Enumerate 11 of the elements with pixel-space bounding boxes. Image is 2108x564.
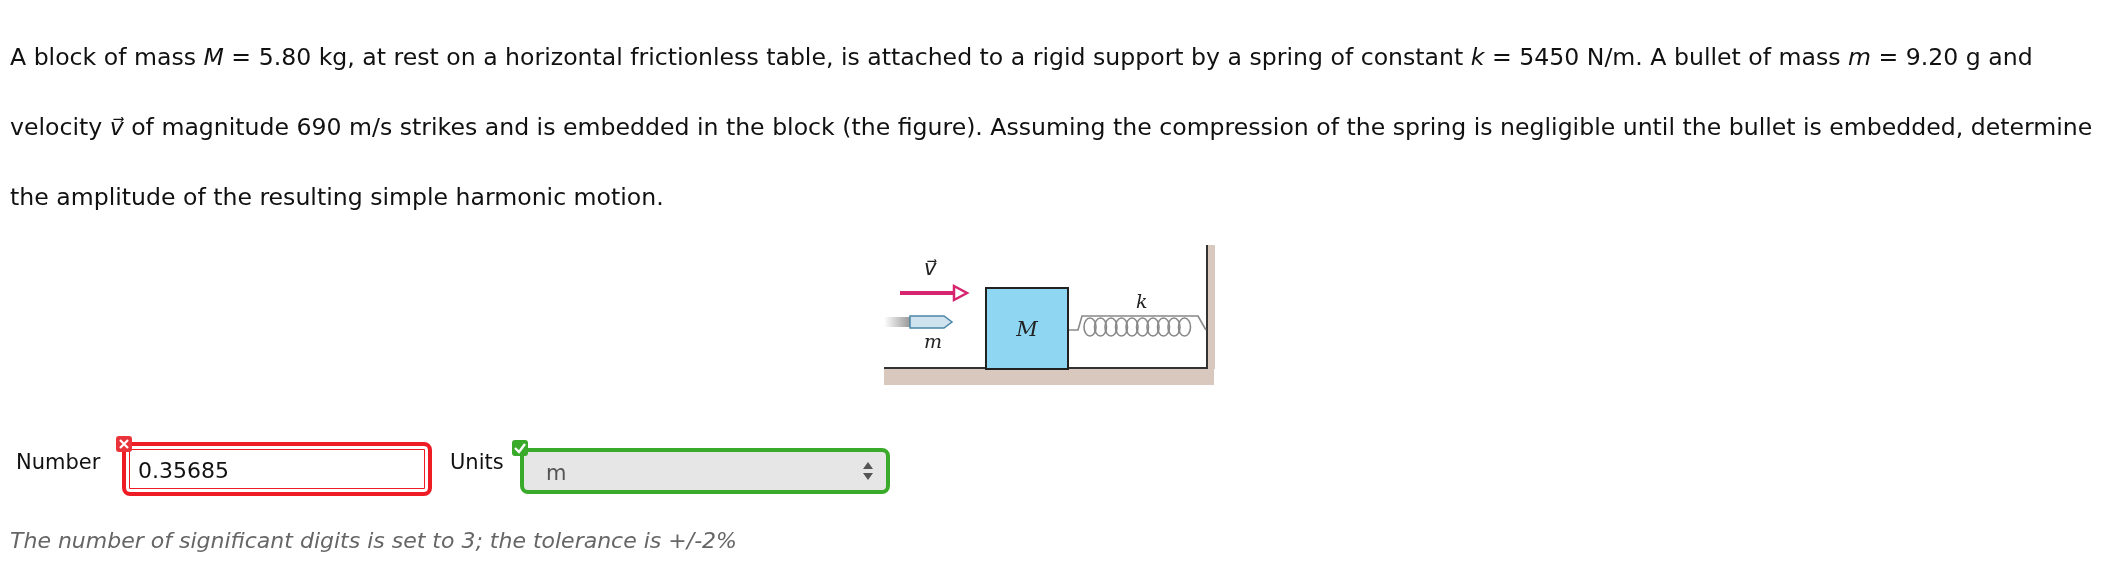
mass-label: M <box>1016 316 1038 341</box>
bullet-mass-label: m <box>924 330 943 352</box>
field-label: Units <box>450 450 504 474</box>
problem-text: A block of mass M = 5.80 kg, at rest on a horizontal frictionless table, is attached to a rigid support by a spring of constant k = 5450 N/m. A bullet of mass m = 9.20 g and velocity v⃗ of magnitude 690 m/s strikes and is embedded in the block (the figure). Assuming the compression of the spring is negligible until the bullet is embedded, determine the amplitude of the resulting simple harmonic motion. <box>10 42 2094 213</box>
field-label: Number <box>16 450 101 474</box>
velocity-label: v⃗ <box>924 256 937 280</box>
tolerance-note: The number of significant digits is set to 3; the tolerance is +/-2% <box>10 528 737 553</box>
input-field: 0.35685 <box>122 442 432 496</box>
spring-constant-label: k <box>1136 290 1148 312</box>
units-dropdown: m <box>520 448 890 494</box>
mass-block <box>985 287 1069 370</box>
